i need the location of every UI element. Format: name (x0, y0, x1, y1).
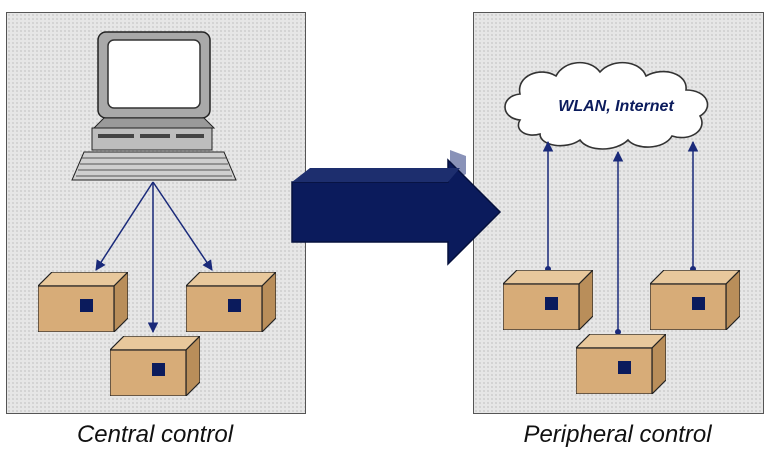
box-icon (186, 272, 276, 332)
central-connections (95, 181, 213, 334)
big-arrow (291, 150, 502, 266)
box-icon (503, 270, 593, 330)
cloud-icon (504, 61, 709, 150)
box-icon (38, 272, 128, 332)
box-icon (650, 270, 740, 330)
computer-icon (71, 31, 237, 181)
central-control-caption: Central control (76, 421, 234, 448)
cloud-label: WLAN, Internet (558, 98, 674, 115)
box-icon (110, 336, 200, 396)
peripheral-control-caption: Peripheral control (523, 421, 712, 448)
peripheral-connections (542, 140, 699, 330)
box-icon (576, 334, 666, 394)
